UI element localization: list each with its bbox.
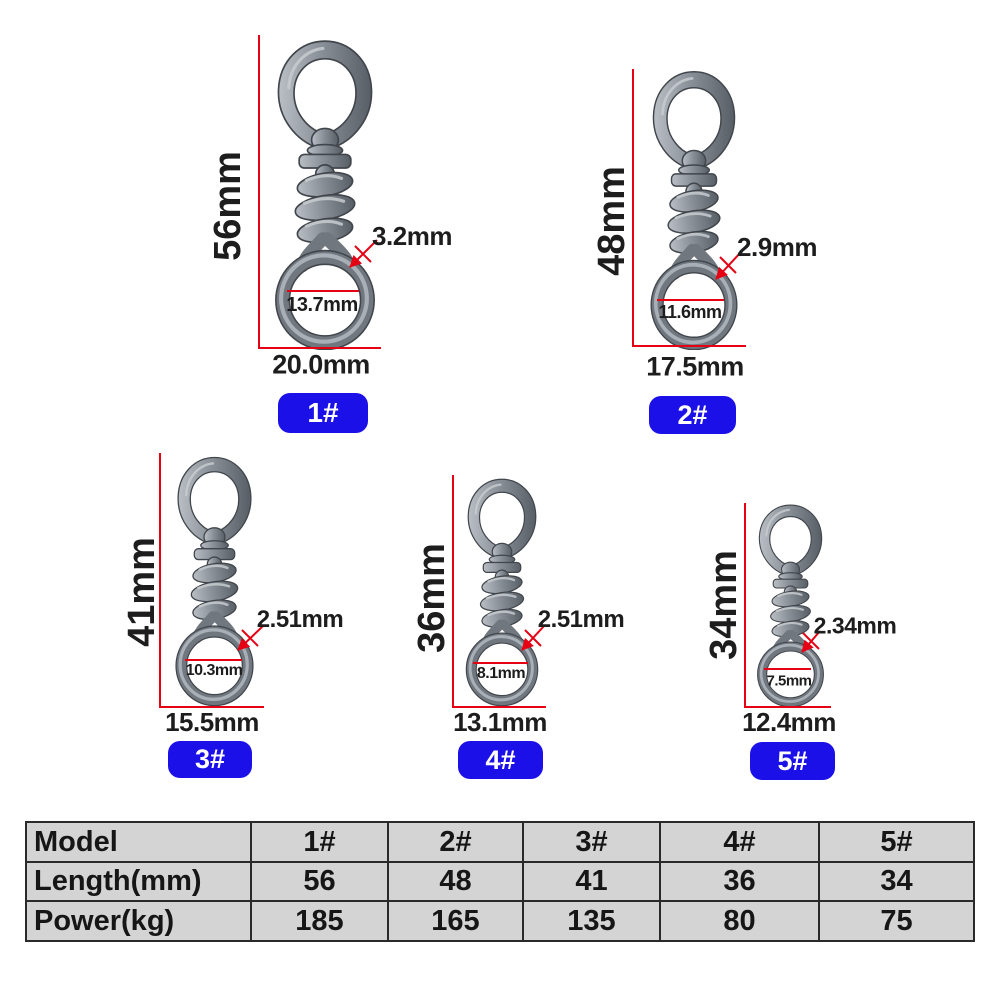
- table-cell: 41: [522, 861, 661, 902]
- model-badge: 5#: [750, 742, 835, 780]
- table-row: Power(kg) 185 165 135 80 75: [25, 900, 975, 942]
- dimension-lines-1: [258, 35, 381, 349]
- table-cell: 165: [387, 900, 524, 942]
- table-cell: 56: [250, 861, 389, 902]
- wire-diameter-label: 2.51mm: [537, 606, 625, 633]
- inner-diameter-label: 13.7mm: [286, 294, 358, 316]
- dimension-lines-2: [632, 69, 746, 347]
- table-cell: 34: [818, 861, 975, 902]
- table-row: Model 1# 2# 3# 4# 5#: [25, 821, 975, 863]
- width-dimension-label: 20.0mm: [272, 349, 370, 380]
- inner-diameter-label: 8.1mm: [476, 665, 526, 682]
- table-row-label: Power(kg): [25, 900, 252, 942]
- inner-diameter-label: 7.5mm: [766, 672, 812, 690]
- wire-diameter-label: 2.9mm: [737, 232, 817, 262]
- dimension-lines-3: [159, 453, 264, 708]
- model-badge: 4#: [458, 741, 543, 779]
- table-cell: 36: [659, 861, 820, 902]
- width-dimension-label: 13.1mm: [453, 707, 547, 737]
- height-dimension-label: 56mm: [207, 151, 249, 261]
- table-cell: 5#: [818, 821, 975, 863]
- spec-table: Model 1# 2# 3# 4# 5# Length(mm) 56 48 41…: [25, 821, 975, 942]
- table-row: Length(mm) 56 48 41 36 34: [25, 861, 975, 902]
- width-dimension-label: 17.5mm: [646, 351, 744, 382]
- table-cell: 185: [250, 900, 389, 942]
- height-dimension-label: 41mm: [121, 537, 163, 647]
- dimension-lines-5: [744, 503, 831, 708]
- inner-diameter-label: 10.3mm: [185, 662, 243, 679]
- wire-diameter-label: 3.2mm: [372, 221, 452, 251]
- height-dimension-label: 36mm: [411, 543, 453, 653]
- model-badge: 2#: [649, 396, 736, 434]
- table-cell: 1#: [250, 821, 389, 863]
- wire-diameter-label: 2.51mm: [256, 606, 344, 633]
- model-badge: 3#: [168, 741, 252, 778]
- wire-diameter-label: 2.34mm: [813, 612, 897, 639]
- height-dimension-label: 34mm: [703, 550, 745, 660]
- height-dimension-label: 48mm: [591, 166, 633, 276]
- table-cell: 4#: [659, 821, 820, 863]
- width-dimension-label: 12.4mm: [742, 707, 836, 737]
- table-cell: 48: [387, 861, 524, 902]
- dimension-lines-4: [452, 475, 546, 708]
- table-cell: 3#: [522, 821, 661, 863]
- table-cell: 2#: [387, 821, 524, 863]
- inner-diameter-label: 11.6mm: [658, 302, 722, 322]
- table-cell: 80: [659, 900, 820, 942]
- model-badge: 1#: [278, 393, 368, 433]
- table-row-label: Length(mm): [25, 861, 252, 902]
- table-cell: 135: [522, 900, 661, 942]
- width-dimension-label: 15.5mm: [165, 707, 259, 737]
- table-cell: 75: [818, 900, 975, 942]
- table-row-label: Model: [25, 821, 252, 863]
